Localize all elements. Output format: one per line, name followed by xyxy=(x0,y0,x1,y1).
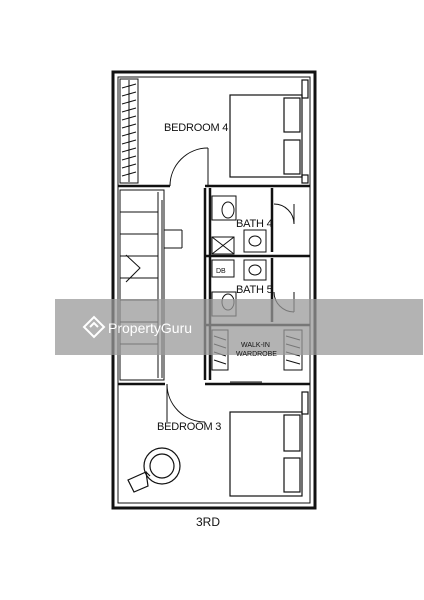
watermark-text: PropertyGuru xyxy=(108,320,192,336)
walkin-label-line1: WALK-IN xyxy=(241,342,270,349)
bedroom4-label: BEDROOM 4 xyxy=(164,122,228,134)
bedroom4-wardrobe xyxy=(119,78,139,184)
outer-walls xyxy=(111,70,317,510)
level-label: 3RD xyxy=(196,515,220,529)
bedroom4-door xyxy=(169,147,209,187)
walkin-label-line2: WARDROBE xyxy=(236,351,277,358)
bath4-fixtures xyxy=(211,195,295,253)
bedroom3-bed xyxy=(229,391,309,497)
bedroom3-chair xyxy=(127,447,181,493)
bedroom3-label: BEDROOM 3 xyxy=(157,421,221,433)
watermark-logo-icon xyxy=(82,315,106,339)
bedroom3-door xyxy=(166,383,206,423)
watermark-band xyxy=(55,299,423,355)
db-box xyxy=(211,236,235,278)
bath5-label: BATH 5 xyxy=(236,284,273,296)
bedroom4-bed xyxy=(229,79,309,184)
db-label: DB xyxy=(216,268,226,275)
bath4-label: BATH 4 xyxy=(236,218,273,230)
outer-wall-inner-line xyxy=(117,76,311,504)
